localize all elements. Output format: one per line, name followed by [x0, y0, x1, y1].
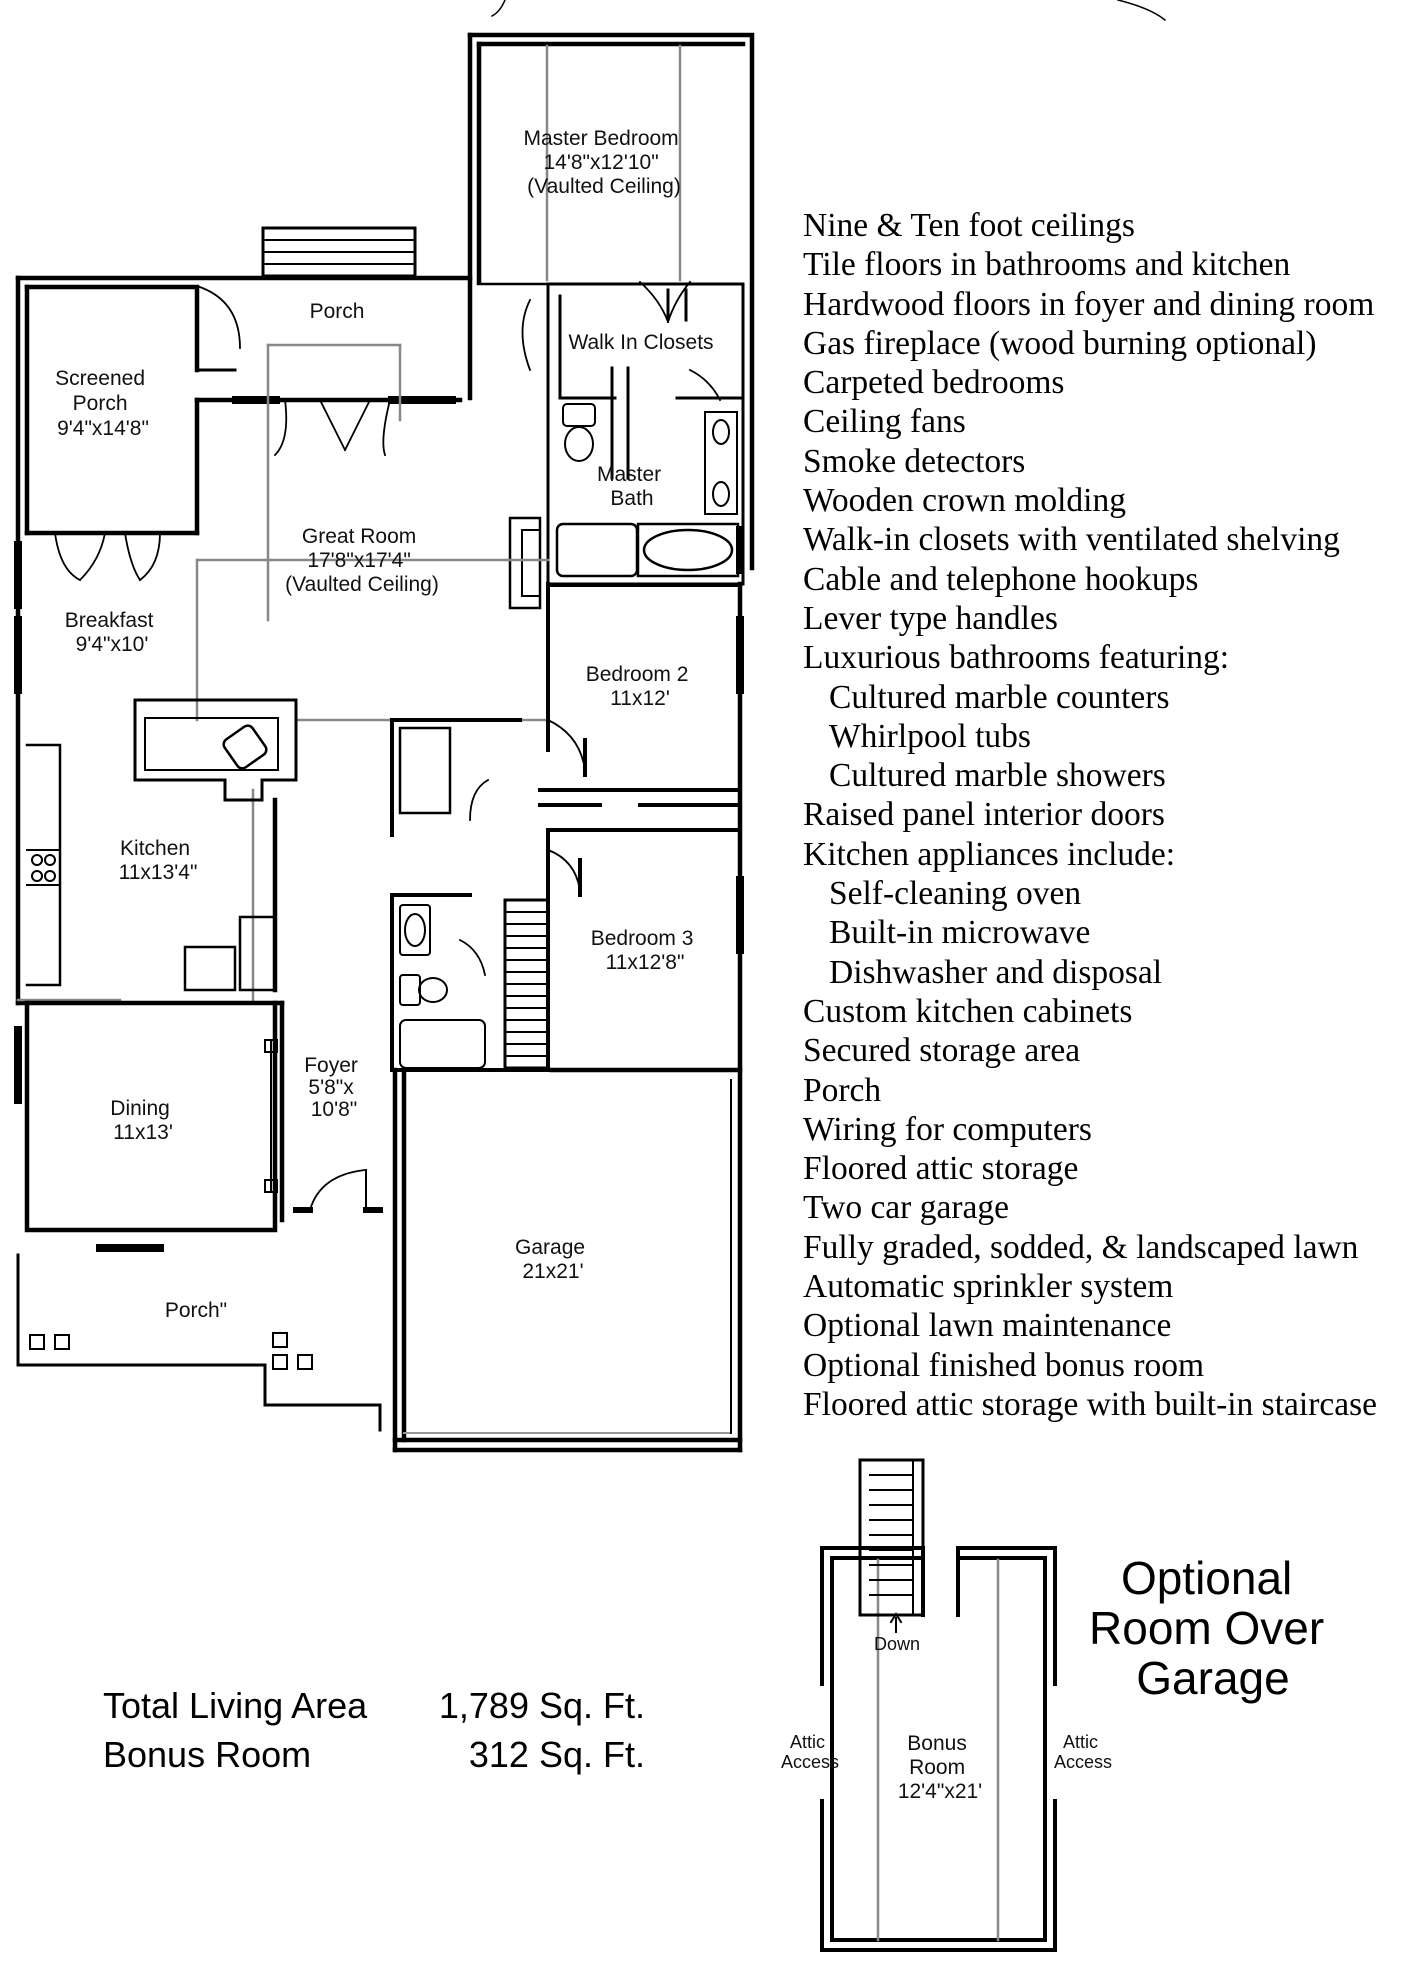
feature-item: Floored attic storage with built-in stai… [803, 1385, 1377, 1423]
decorative-arc-right [1117, 0, 1167, 22]
feature-item: Cable and telephone hookups [803, 560, 1199, 598]
screened-porch-label: Screened Porch 9'4"x14'8" [55, 367, 151, 440]
feature-item: Luxurious bathrooms featuring: [803, 639, 1230, 677]
master-wing-walls [467, 32, 755, 571]
feature-item: Dishwasher and disposal [829, 953, 1163, 991]
feature-item: Wiring for computers [803, 1110, 1092, 1148]
bedroom-3-label: Bedroom 3 11x12'8" [591, 927, 700, 974]
feature-item: Cultured marble counters [829, 678, 1170, 716]
optional-room-labels: Optional Room Over Garage Down Attic Acc… [781, 1552, 1337, 1803]
master-bedroom-label: Master Bedroom 14'8"x12'10" (Vaulted Cei… [523, 127, 684, 198]
feature-item: Two car garage [803, 1189, 1009, 1227]
room-labels: Master Bedroom 14'8"x12'10" (Vaulted Cei… [55, 127, 713, 1322]
garage-label: Garage 21x21' [515, 1236, 591, 1283]
bonus-room-area-value: 312 Sq. Ft. [469, 1734, 645, 1775]
total-living-area-value: 1,789 Sq. Ft. [439, 1685, 645, 1726]
decorative-arc-left [490, 0, 506, 18]
foyer-label: Foyer 5'8"x 10'8" [304, 1054, 364, 1121]
porch-top-label: Porch [310, 300, 365, 323]
feature-item: Ceiling fans [803, 403, 966, 441]
feature-item: Carpeted bedrooms [803, 364, 1065, 402]
bedroom-2-label: Bedroom 2 11x12' [586, 663, 695, 710]
porch-bottom-label: Porch" [165, 1299, 227, 1322]
feature-item: Built-in microwave [829, 914, 1091, 952]
great-room-label: Great Room 17'8"x17'4" (Vaulted Ceiling) [285, 525, 439, 596]
feature-item: Tile floors in bathrooms and kitchen [803, 246, 1291, 284]
dining-label: Dining 11x13' [110, 1097, 175, 1144]
feature-item: Automatic sprinkler system [803, 1268, 1174, 1306]
bonus-room-area-label: Bonus Room [103, 1734, 311, 1775]
feature-item: Porch [803, 1071, 882, 1109]
feature-item: Optional lawn maintenance [803, 1307, 1172, 1345]
attic-access-right-label: Attic Access [1054, 1732, 1112, 1772]
feature-item: Lever type handles [803, 599, 1058, 637]
walk-in-closets-label: Walk In Closets [568, 331, 713, 354]
attic-access-left-label: Attic Access [781, 1732, 839, 1772]
feature-item: Optional finished bonus room [803, 1346, 1205, 1384]
feature-item: Raised panel interior doors [803, 796, 1165, 834]
feature-item: Kitchen appliances include: [803, 835, 1176, 873]
breakfast-label: Breakfast 9'4"x10' [65, 609, 160, 656]
feature-item: Wooden crown molding [803, 482, 1126, 520]
area-summary: Total Living Area 1,789 Sq. Ft. Bonus Ro… [103, 1685, 645, 1775]
feature-item: Whirlpool tubs [829, 717, 1031, 755]
feature-item: Nine & Ten foot ceilings [803, 207, 1135, 244]
feature-item: Gas fireplace (wood burning optional) [803, 324, 1317, 362]
total-living-area-label: Total Living Area [103, 1685, 368, 1726]
feature-item: Smoke detectors [803, 442, 1026, 480]
master-bath-label: Master Bath [597, 463, 667, 510]
feature-item: Hardwood floors in foyer and dining room [803, 285, 1375, 323]
feature-item: Secured storage area [803, 1032, 1081, 1070]
feature-item: Floored attic storage [803, 1150, 1079, 1188]
optional-room-title: Optional Room Over Garage [1089, 1552, 1337, 1704]
bonus-room-label: Bonus Room 12'4"x21' [898, 1732, 982, 1803]
feature-item: Custom kitchen cabinets [803, 992, 1133, 1030]
feature-item: Fully graded, sodded, & landscaped lawn [803, 1228, 1359, 1266]
feature-item: Walk-in closets with ventilated shelving [803, 521, 1340, 559]
down-label: Down [874, 1634, 920, 1654]
feature-item: Cultured marble showers [829, 757, 1166, 795]
kitchen-label: Kitchen 11x13'4" [119, 837, 198, 884]
feature-item: Self-cleaning oven [829, 875, 1082, 913]
